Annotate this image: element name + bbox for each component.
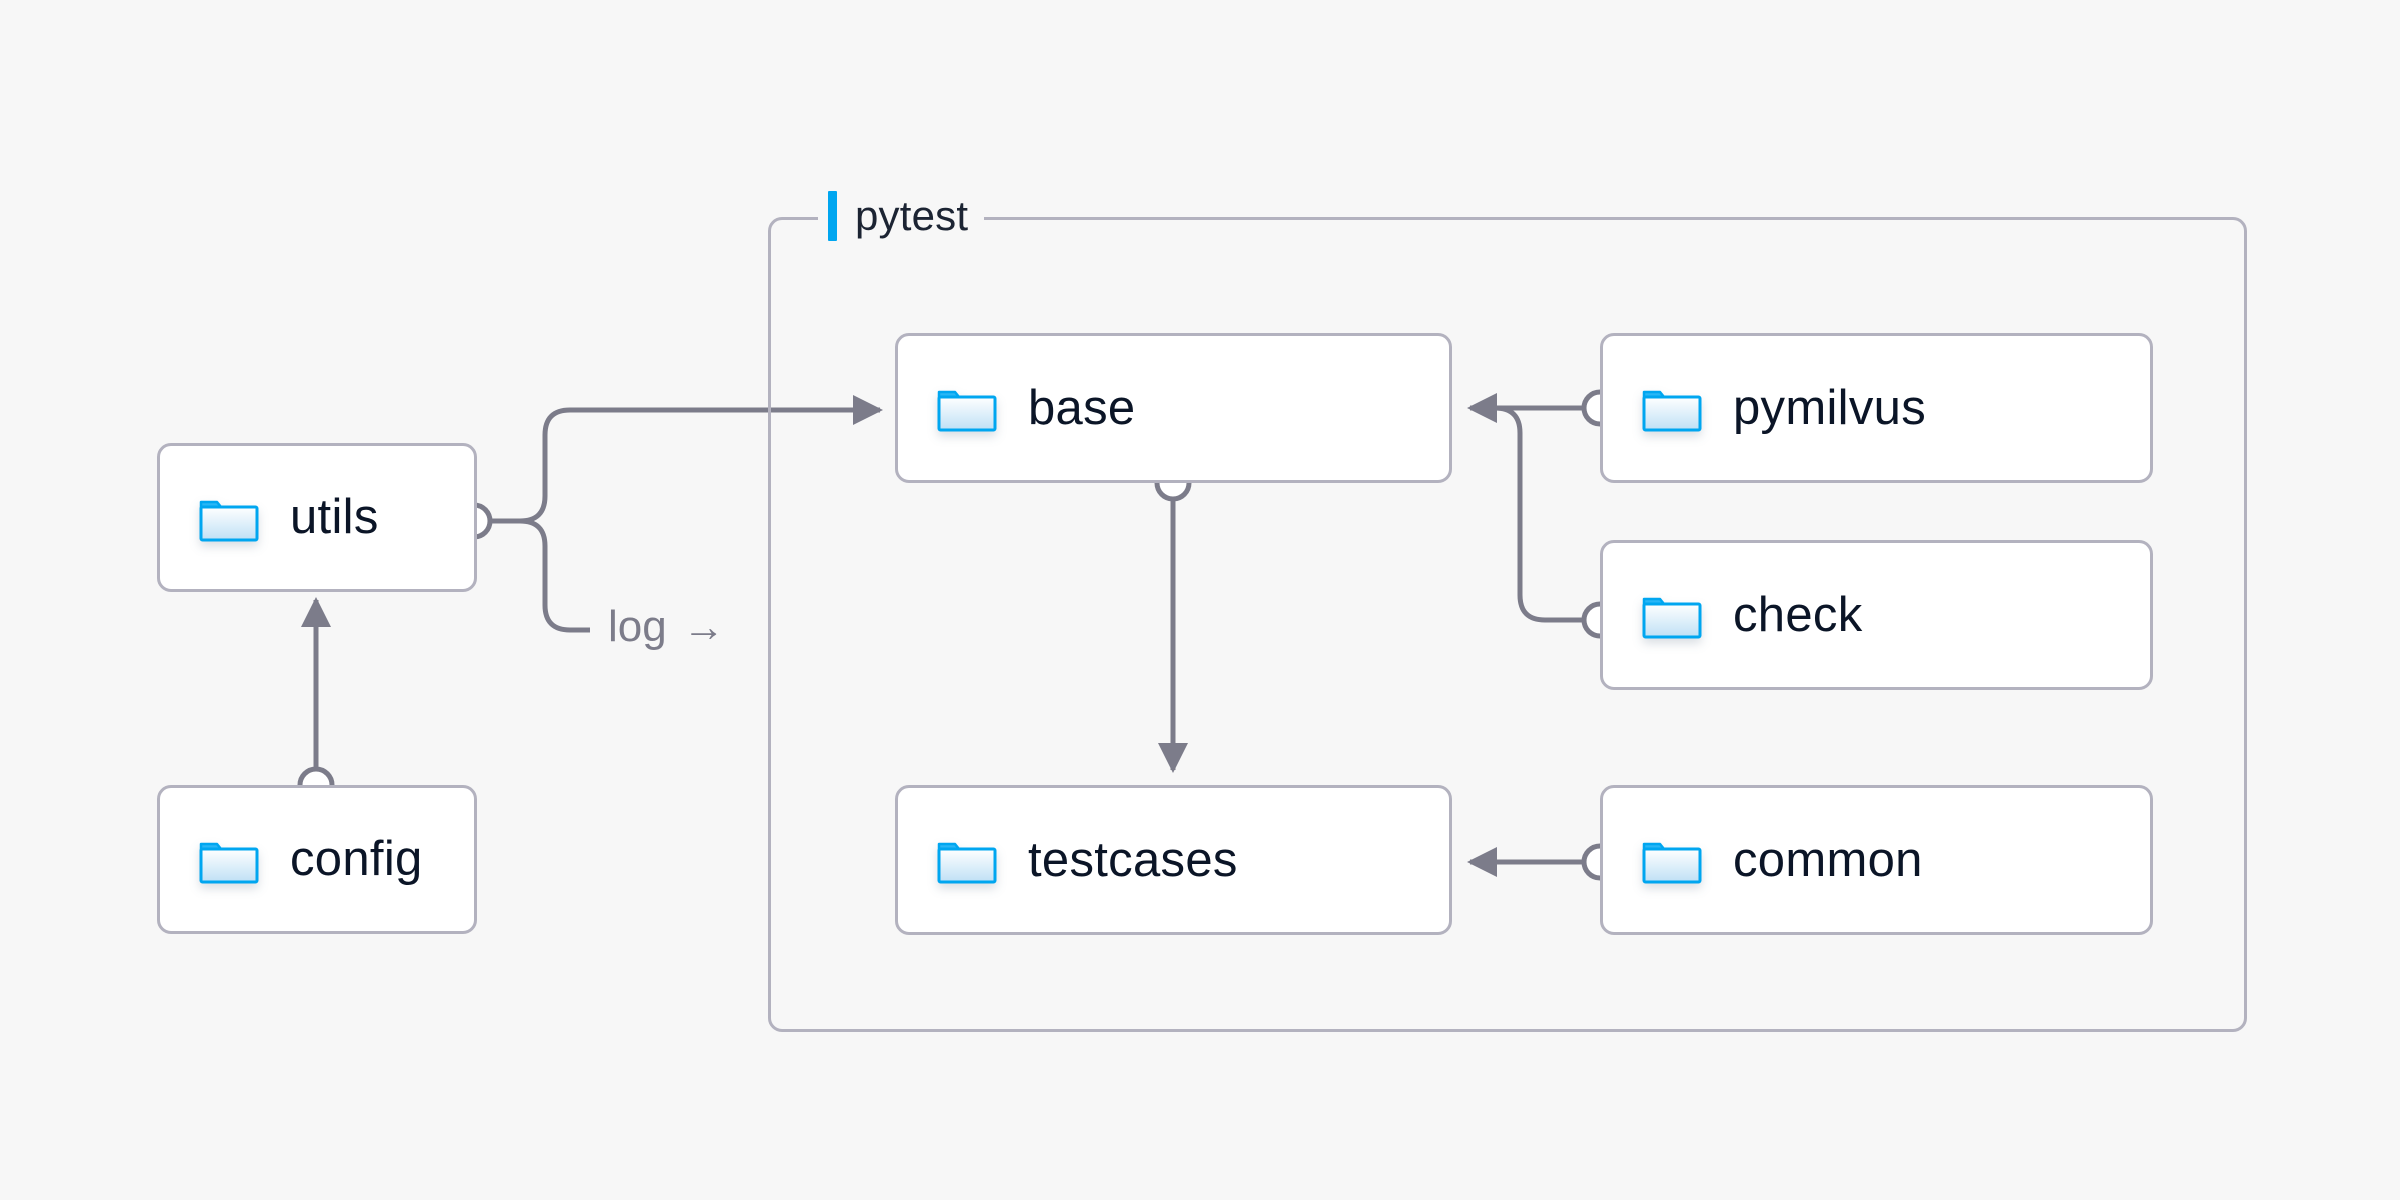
edge-config-to-utils	[297, 597, 335, 804]
node-check-label: check	[1733, 587, 1863, 642]
edge-utils-to-pytest-log	[490, 518, 590, 633]
node-base-label: base	[1028, 380, 1136, 435]
folder-icon	[937, 842, 997, 884]
node-common[interactable]: common	[1600, 785, 2153, 935]
node-pymilvus[interactable]: pymilvus	[1600, 333, 2153, 483]
node-utils[interactable]: utils	[157, 443, 477, 592]
node-testcases[interactable]: testcases	[895, 785, 1452, 935]
node-base[interactable]: base	[895, 333, 1452, 483]
group-pytest-title: pytest	[855, 192, 969, 239]
node-utils-label: utils	[290, 490, 379, 544]
edge-label-log: log →	[608, 605, 725, 649]
node-common-label: common	[1733, 832, 1923, 887]
node-config-label: config	[290, 832, 423, 886]
group-pytest[interactable]	[768, 217, 2247, 1032]
folder-icon	[1642, 597, 1702, 639]
folder-icon	[1642, 842, 1702, 884]
folder-icon	[1642, 390, 1702, 432]
node-testcases-label: testcases	[1028, 832, 1238, 887]
accent-bar-icon	[828, 191, 837, 241]
node-config[interactable]: config	[157, 785, 477, 934]
arrow-right-icon: →	[682, 603, 725, 650]
folder-icon	[937, 390, 997, 432]
folder-icon	[199, 842, 259, 883]
node-pymilvus-label: pymilvus	[1733, 380, 1926, 435]
folder-icon	[199, 500, 259, 541]
node-check[interactable]: check	[1600, 540, 2153, 690]
group-pytest-label: pytest	[818, 188, 985, 244]
edge-label-log-text: log	[608, 602, 667, 651]
